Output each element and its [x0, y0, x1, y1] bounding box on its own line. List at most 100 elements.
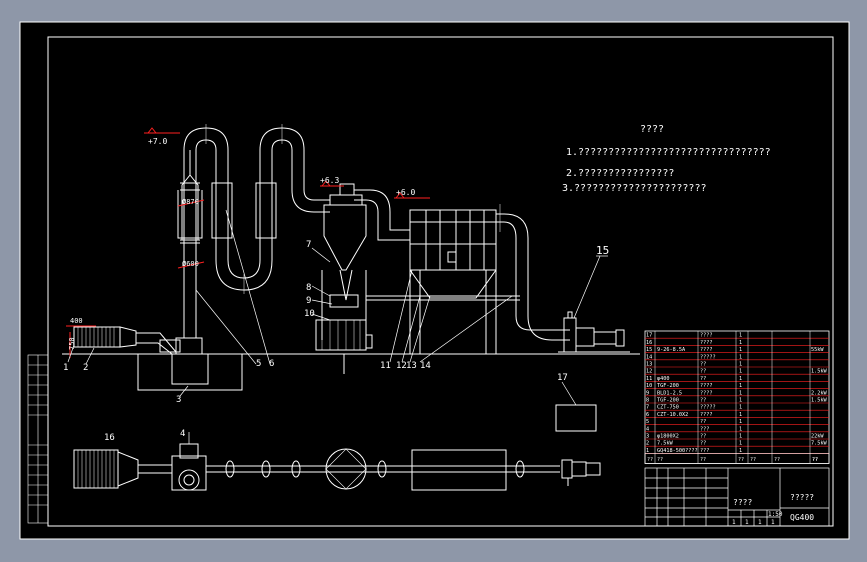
bom-header-cell: ??: [700, 457, 706, 463]
bom-cell: ?????: [700, 354, 716, 360]
bom-header-cell: ??: [812, 457, 818, 463]
bom-cell: BLD1-2.5: [657, 390, 682, 396]
bom-cell: GQ418-500????: [657, 448, 698, 454]
bom-header-cell: ??: [647, 457, 653, 463]
side-strip-table: [27, 354, 49, 524]
bom-cell: 1: [739, 398, 742, 404]
bom-cell: 1: [739, 441, 742, 447]
bom-cell: 10: [646, 383, 652, 389]
bom-cell: 22kW: [811, 434, 824, 440]
bom-cell: 1: [739, 369, 742, 375]
note-line-1: 1.????????????????????????????????: [566, 147, 771, 158]
bom-cell: 6: [646, 412, 649, 418]
part-label-6: 6: [269, 359, 274, 369]
bom-cell: 1: [646, 448, 649, 454]
bom-cell: 8: [646, 398, 649, 404]
bom-cell: ??: [700, 441, 706, 447]
bom-cell: 11: [646, 376, 652, 382]
bom-cell: ??: [700, 376, 706, 382]
bag-filter: [409, 209, 497, 271]
drawing-name: ?????: [790, 493, 814, 502]
drawing-border: [47, 36, 834, 527]
drawing-scale: 1:50: [768, 511, 783, 518]
technical-notes: ???? 1.???????????????????????????????? …: [562, 124, 771, 194]
bom-cell: 1: [739, 434, 742, 440]
bom-cell: ?????: [700, 405, 716, 411]
bom-cell: 9-26-8.5A: [657, 347, 686, 353]
part-label-11: 11: [380, 361, 391, 371]
bom-cell: 1.5kW: [811, 369, 827, 375]
bom-cell: 12: [646, 369, 652, 375]
notes-heading: ????: [640, 124, 664, 135]
part-label-7: 7: [306, 240, 311, 250]
bom-cell: ????: [700, 333, 713, 339]
diameter-label-1: Ø870: [182, 198, 199, 206]
bom-cell: 13: [646, 362, 652, 368]
part-label-17: 17: [557, 373, 568, 383]
bom-cell: 7.5kW: [657, 441, 673, 447]
bom-cell: φ1800X2: [657, 434, 679, 440]
bom-header: [644, 453, 830, 464]
diameter-label-2: Ø600: [182, 260, 199, 268]
bom-cell: ??: [700, 419, 706, 425]
plan-bag-filter: [411, 449, 507, 491]
bom-header-cell: ??: [774, 457, 780, 463]
part-label-1: 1: [63, 363, 68, 373]
bom-cell: 1: [739, 340, 742, 346]
dimension-label-2: 750: [68, 337, 76, 350]
bom-cell: 5: [646, 419, 649, 425]
elevation-label-3: +6.0: [396, 188, 415, 197]
sheet-cell-2: 1: [745, 519, 749, 526]
leader-lines: [67, 209, 608, 397]
part-label-3: 3: [176, 395, 181, 405]
bom-cell: ????: [700, 412, 713, 418]
bom-cell: TGF-200: [657, 383, 679, 389]
bom-cell: 2.2kW: [811, 390, 827, 396]
bom-cell: ??: [700, 434, 706, 440]
foundation-pit: [137, 354, 243, 391]
bom-cell: ???: [700, 448, 709, 454]
bom-cell: 1: [739, 362, 742, 368]
bom-cell: 1: [739, 347, 742, 353]
bom-cell: ??: [700, 369, 706, 375]
part-label-5: 5: [256, 359, 261, 369]
bom-cell: 17: [646, 333, 652, 339]
part-label-8: 8: [306, 283, 311, 293]
sheet-cell-3: 1: [758, 519, 762, 526]
bom-cell: CZT-10.0X2: [657, 412, 688, 418]
drawing-code: QG400: [790, 513, 814, 522]
bom-cell: 2: [646, 441, 649, 447]
bom-cell: 1: [739, 405, 742, 411]
elevation-view: [73, 124, 630, 391]
bom-cell: ??: [700, 398, 706, 404]
bom-cell: 1: [739, 354, 742, 360]
bom-header-cell: ??: [750, 457, 756, 463]
drawing-sheet: [19, 21, 850, 540]
bom-cell: 3: [646, 434, 649, 440]
bom-cell: ??: [700, 362, 706, 368]
part-label-9: 9: [306, 296, 311, 306]
bom-cell: 1.5kW: [811, 398, 827, 404]
bom-cell: 1: [739, 419, 742, 425]
sheet-cell-1: 1: [732, 519, 736, 526]
bom-cell: ????: [700, 383, 713, 389]
part-label-13: 13: [406, 361, 417, 371]
bom-cell: 1: [739, 390, 742, 396]
title-left-label: ????: [733, 498, 752, 507]
cyclone-separator: [323, 204, 367, 271]
plan-view: [73, 432, 601, 491]
part-label-14: 14: [420, 361, 431, 371]
bom-cell: 4: [646, 426, 649, 432]
bom-cell: 9: [646, 390, 649, 396]
elevation-label-2: +6.3: [320, 176, 339, 185]
bom-cell: ????: [700, 390, 713, 396]
bom-cell: ????: [700, 340, 713, 346]
bom-cell: ????: [700, 347, 713, 353]
bom-cell: 55kW: [811, 347, 824, 353]
bom-cell: 14: [646, 354, 652, 360]
bom-header-cell: ??: [812, 457, 818, 463]
elevation-label-1: +7.0: [148, 137, 167, 146]
bom-cell: 1: [739, 333, 742, 339]
bom-header-cell: ??: [657, 457, 663, 463]
